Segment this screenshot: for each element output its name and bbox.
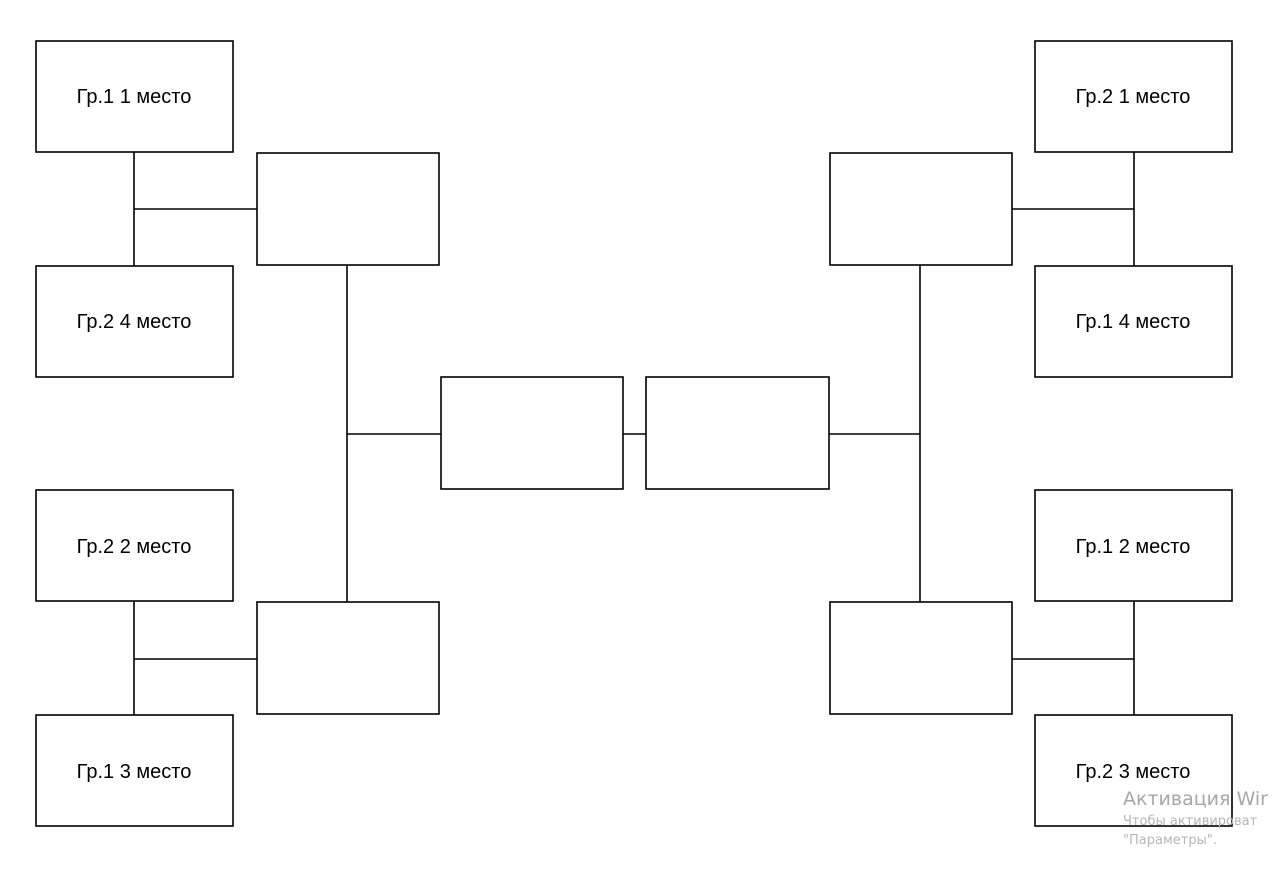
left-quarterfinal-lower-box [256, 601, 440, 715]
right-seed-box-3: Гр.1 2 место [1034, 489, 1233, 602]
left-final-box [440, 376, 624, 490]
left-quarterfinal-upper-box [256, 152, 440, 266]
bracket-connectors [133, 152, 1135, 715]
seed-label: Гр.2 1 место [1076, 86, 1191, 108]
seed-label: Гр.2 4 место [77, 311, 192, 333]
right-seed-box-2: Гр.1 4 место [1034, 265, 1233, 378]
left-seed-box-2: Гр.2 4 место [35, 265, 234, 378]
right-quarterfinal-upper-box [829, 152, 1013, 266]
seed-label: Гр.2 3 место [1076, 761, 1191, 783]
left-seed-box-1: Гр.1 1 место [35, 40, 234, 153]
left-seed-box-3: Гр.2 2 место [35, 489, 234, 602]
right-seed-box-1: Гр.2 1 место [1034, 40, 1233, 153]
right-final-box [645, 376, 830, 490]
seed-label: Гр.1 1 место [77, 86, 192, 108]
right-seed-box-4: Гр.2 3 место [1034, 714, 1233, 827]
right-quarterfinal-lower-box [829, 601, 1013, 715]
seed-label: Гр.1 3 место [77, 761, 192, 783]
seed-label: Гр.1 4 место [1076, 311, 1191, 333]
left-seed-box-4: Гр.1 3 место [35, 714, 234, 827]
seed-label: Гр.1 2 место [1076, 536, 1191, 558]
seed-label: Гр.2 2 место [77, 536, 192, 558]
